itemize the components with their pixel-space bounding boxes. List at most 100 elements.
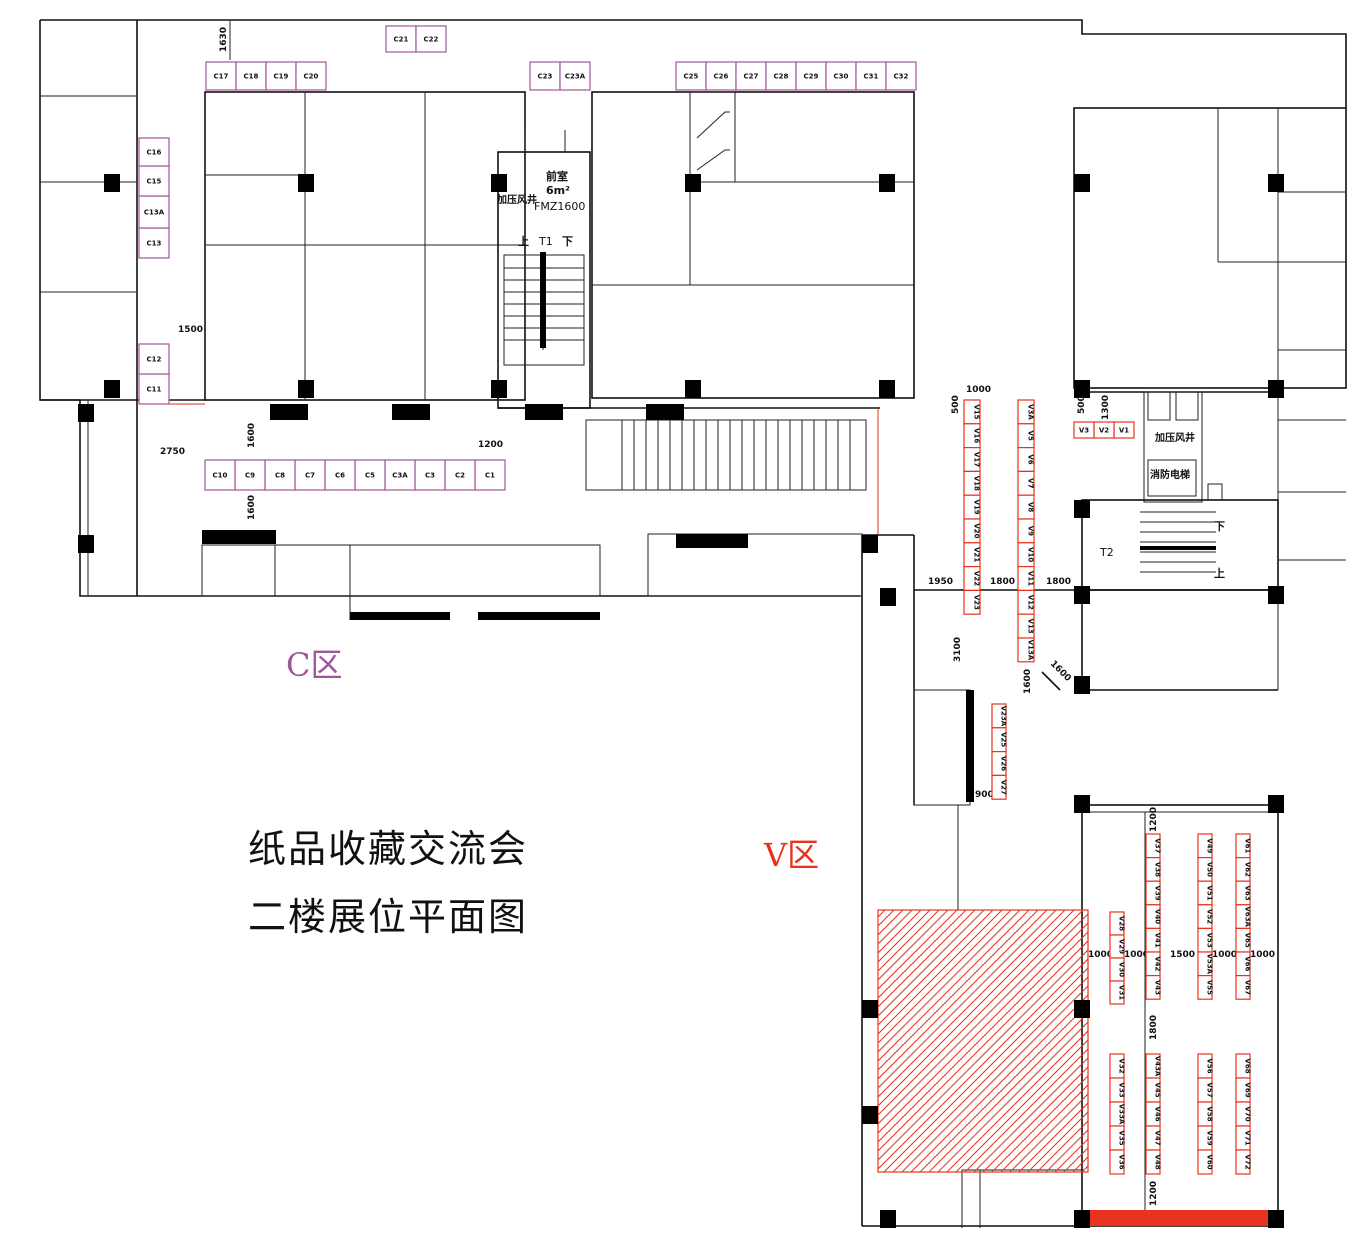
dim-500-b: 500 bbox=[1077, 395, 1087, 414]
booth-label-v41: V41 bbox=[1154, 933, 1162, 948]
column bbox=[1268, 795, 1284, 813]
column bbox=[78, 535, 94, 553]
column bbox=[1074, 795, 1090, 813]
booth-c22 bbox=[415, 25, 447, 53]
hatch-line bbox=[578, 910, 840, 1172]
column bbox=[1268, 380, 1284, 398]
booth-label-v48: V48 bbox=[1154, 1154, 1162, 1169]
booth-c1 bbox=[474, 459, 506, 491]
booth-label-v66: V66 bbox=[1244, 956, 1252, 971]
v-zone-walls bbox=[578, 107, 1347, 1228]
booth-c23a bbox=[559, 61, 591, 91]
booth-label-c17: C17 bbox=[214, 73, 229, 81]
column bbox=[1074, 1000, 1090, 1018]
column bbox=[879, 380, 895, 398]
column bbox=[298, 174, 314, 192]
booth-c16 bbox=[138, 137, 170, 167]
booth-label-v68: V68 bbox=[1244, 1058, 1252, 1073]
booth-label-v52: V52 bbox=[1206, 909, 1214, 924]
booth-label-v39: V39 bbox=[1154, 885, 1162, 900]
hatch-line bbox=[955, 1039, 1088, 1172]
column bbox=[1074, 174, 1090, 192]
booth-label-v26: V26 bbox=[1000, 756, 1008, 771]
hatch-line bbox=[901, 985, 1088, 1172]
fire-door-label: FMZ1600 bbox=[534, 200, 585, 213]
booth-label-v12: V12 bbox=[1027, 595, 1035, 610]
booth-label-c7: C7 bbox=[305, 472, 315, 480]
booth-label-v5: V5 bbox=[1027, 431, 1035, 441]
hatch-line bbox=[878, 910, 1012, 1044]
booth-label-c13a: C13A bbox=[144, 209, 165, 217]
booth-label-c8: C8 bbox=[275, 472, 285, 480]
column bbox=[862, 535, 878, 553]
column bbox=[1268, 174, 1284, 192]
booth-c25 bbox=[675, 61, 707, 91]
hatch-line bbox=[878, 910, 1048, 1080]
booth-label-v27: V27 bbox=[1000, 780, 1008, 795]
booth-c31 bbox=[855, 61, 887, 91]
hatch-line bbox=[1018, 1102, 1088, 1172]
dim-2750: 2750 bbox=[160, 447, 185, 457]
column bbox=[1074, 676, 1090, 694]
hatch-line bbox=[1027, 1111, 1088, 1172]
stair-t1-up: 上 bbox=[518, 234, 529, 248]
hatch-line bbox=[605, 910, 867, 1172]
dim-1000-b: 1000 bbox=[1124, 950, 1149, 960]
booth-label-v30: V30 bbox=[1118, 962, 1126, 977]
dim-1500-v: 1500 bbox=[1170, 950, 1195, 960]
hatched-area bbox=[578, 910, 1088, 1172]
booth-label-v3a: V3A bbox=[1027, 404, 1035, 420]
hatch-line bbox=[878, 910, 1066, 1098]
hatch-line bbox=[878, 910, 1003, 1035]
booth-label-v53a: V53A bbox=[1206, 954, 1214, 975]
booth-label-v16: V16 bbox=[973, 428, 981, 443]
column bbox=[1074, 500, 1090, 518]
column bbox=[1074, 380, 1090, 398]
booth-label-v67: V67 bbox=[1244, 980, 1252, 995]
hatch-line bbox=[878, 913, 1088, 1125]
booth-c28 bbox=[765, 61, 797, 91]
dim-1600-d: 1600 bbox=[1023, 669, 1033, 694]
booth-label-c22: C22 bbox=[424, 36, 439, 44]
stair-t2-treads bbox=[1140, 511, 1216, 573]
booth-v48 bbox=[1145, 1149, 1161, 1175]
booth-label-c10: C10 bbox=[213, 472, 228, 480]
dim-1950: 1950 bbox=[928, 577, 953, 587]
booth-label-v45: V45 bbox=[1154, 1082, 1162, 1097]
stair-t2-label: T2 bbox=[1099, 546, 1114, 559]
hatch-line bbox=[878, 910, 886, 918]
booth-label-v9: V9 bbox=[1027, 526, 1035, 536]
booth-c26 bbox=[705, 61, 737, 91]
booth-label-v47: V47 bbox=[1154, 1130, 1162, 1145]
booth-label-v21: V21 bbox=[973, 547, 981, 562]
hatch-line bbox=[878, 958, 1088, 1170]
booth-label-c26: C26 bbox=[714, 73, 729, 81]
column bbox=[78, 404, 94, 422]
dim-1200-c: 1200 bbox=[478, 440, 503, 450]
dim-900: 900 bbox=[975, 790, 994, 800]
booth-c8 bbox=[264, 459, 296, 491]
booth-label-v28: V28 bbox=[1118, 916, 1126, 931]
booth-label-v60: V60 bbox=[1206, 1154, 1214, 1169]
hatch-line bbox=[878, 910, 931, 963]
dim-1600-b: 1600 bbox=[247, 495, 257, 520]
hatch-line bbox=[910, 994, 1088, 1172]
hatch-line bbox=[878, 910, 904, 936]
dim-1000-c: 1000 bbox=[1212, 950, 1237, 960]
booth-label-v8: V8 bbox=[1027, 502, 1035, 512]
booth-label-v35: V35 bbox=[1118, 1130, 1126, 1145]
booth-label-c29: C29 bbox=[804, 73, 819, 81]
hatch-line bbox=[878, 910, 913, 945]
booth-label-v25: V25 bbox=[1000, 732, 1008, 747]
dim-1200-b: 1200 bbox=[1149, 1181, 1159, 1206]
structural-columns bbox=[78, 174, 1284, 1228]
hatch-line bbox=[973, 1057, 1088, 1172]
booth-c3 bbox=[414, 459, 446, 491]
column bbox=[298, 380, 314, 398]
column bbox=[1074, 586, 1090, 604]
hatch-line bbox=[878, 910, 949, 981]
dim-3100: 3100 bbox=[953, 637, 963, 662]
booth-v55 bbox=[1197, 974, 1213, 1000]
booth-label-v38: V38 bbox=[1154, 862, 1162, 877]
booth-c6 bbox=[324, 459, 356, 491]
